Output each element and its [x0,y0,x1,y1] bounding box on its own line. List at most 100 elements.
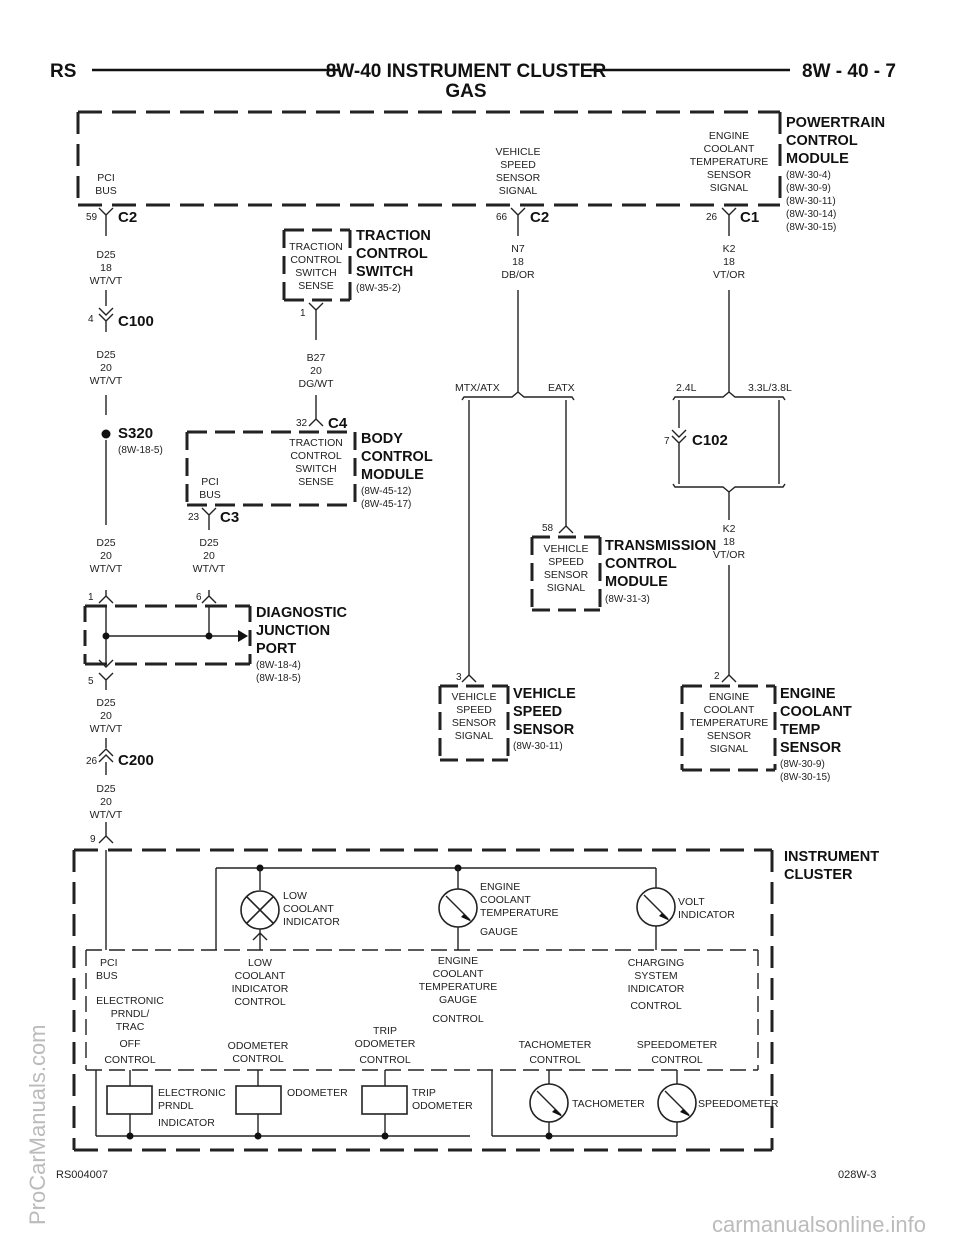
split-eatx-label: EATX [548,382,575,394]
connector-c2-label: C2 [530,209,549,226]
splice-s320-label: S320 [118,425,153,442]
vss-inner-3: SENSOR [452,717,497,729]
connector-c200: 26 C200 [86,748,154,775]
prndl-ctrl-5: CONTROL [104,1054,155,1066]
pcm-ect-label-4: SENSOR [707,169,752,181]
split-24l-label: 2.4L [676,382,697,394]
pin-number: 59 [86,212,98,223]
traction-control-switch-box: TRACTION CONTROL SWITCH SENSE TRACTION C… [282,228,431,340]
odometer-display: ODOMETER [235,1070,348,1140]
trip-ctrl-3: CONTROL [359,1054,410,1066]
pcm-ect-label-5: SIGNAL [710,182,749,194]
pcm-ect-label-2: COOLANT [704,143,755,155]
wire-gauge: 20 [100,796,112,808]
tachometer-gauge: TACHOMETER [529,1070,645,1140]
tach-ctrl-1: TACHOMETER [519,1039,592,1051]
connector-c2-label: C2 [118,209,137,226]
prndl-ctrl-3: TRAC [116,1021,145,1033]
tcm-ref: (8W-31-3) [605,594,650,605]
lc-ctrl-2: COOLANT [235,970,286,982]
lc-ctrl-4: CONTROL [234,996,285,1008]
wire-id: K2 [723,243,736,255]
bcm-title-3: MODULE [361,467,424,483]
pin-number: 4 [88,314,94,325]
side-watermark: ProCarManuals.com [25,1024,50,1225]
pin-number: 26 [706,212,718,223]
wire-d25-20-b: D25 20 WT/VT [90,537,123,575]
tcs-inner-2: CONTROL [290,254,341,266]
wire-color: WT/VT [90,375,123,387]
page-code: 028W-3 [838,1169,876,1181]
vss-inner-2: SPEED [456,704,492,716]
chg-ctrl-4: CONTROL [630,1000,681,1012]
prndl-indicator: ELECTRONIC PRNDL INDICATOR [106,1070,226,1140]
ect-gauge-4: GAUGE [480,926,518,938]
transmission-control-module: 58 VEHICLE SPEED SENSOR SIGNAL TRANSMISS… [530,520,716,612]
pin-number: 2 [714,671,720,682]
wire-gauge: 20 [203,550,215,562]
volt-2: INDICATOR [678,909,735,921]
djp-title-2: JUNCTION [256,623,330,639]
pcm-ref-2: (8W-30-9) [786,183,831,194]
ect-ctrl-4: GAUGE [439,994,477,1006]
tcm-inner-3: SENSOR [544,569,589,581]
tcs-title-1: TRACTION [356,228,431,244]
cluster-title-1: INSTRUMENT [784,849,879,865]
ect-ctrl-5: CONTROL [432,1013,483,1025]
bcm-title-2: CONTROL [361,449,433,465]
trip-2: ODOMETER [412,1100,473,1112]
header-subtitle: GAS [445,81,486,102]
wire-color: WT/VT [90,809,123,821]
prndl-ind-3: INDICATOR [158,1117,215,1129]
vss-title-1: VEHICLE [513,686,576,702]
wire-id: K2 [723,523,736,535]
tcs-ref: (8W-35-2) [356,283,401,294]
tcs-inner-1: TRACTION [289,241,343,253]
ect-ctrl-1: ENGINE [438,955,478,967]
chg-ctrl-3: INDICATOR [628,983,685,995]
low-coolant-3: INDICATOR [283,916,340,928]
speedo-ctrl-1: SPEEDOMETER [637,1039,718,1051]
ects-inner-2: COOLANT [704,704,755,716]
odo-ctrl-2: CONTROL [232,1053,283,1065]
tcm-title-1: TRANSMISSION [605,538,716,554]
wire-d25-20-c: D25 20 WT/VT [193,537,226,575]
pcm-box: POWERTRAIN CONTROL MODULE (8W-30-4) (8W-… [76,110,885,233]
pin-number: 6 [196,592,202,603]
pin-number: 32 [296,418,308,429]
wire-id: D25 [96,349,115,361]
ect-gauge-3: TEMPERATURE [480,907,559,919]
pin-number: 1 [300,308,306,319]
low-coolant-1: LOW [283,890,307,902]
trip-ctrl-1: TRIP [373,1025,397,1037]
pcm-ref-5: (8W-30-15) [786,222,836,233]
tach-ctrl-2: CONTROL [529,1054,580,1066]
header-page-number: 8W - 40 - 7 [802,61,896,82]
trip-odometer-display: TRIP ODOMETER [361,1070,473,1140]
ects-title-1: ENGINE [780,686,836,702]
tcm-inner-4: SIGNAL [547,582,586,594]
ects-title-2: COOLANT [780,704,852,720]
pcm-title-2: CONTROL [786,133,858,149]
bcm-inner-1: TRACTION [289,437,343,449]
engine-coolant-temp-sensor: 2 ENGINE COOLANT TEMPERATURE SENSOR SIGN… [680,668,852,783]
connector-c200-label: C200 [118,752,154,769]
wire-d25-20-d: D25 20 WT/VT [90,697,123,748]
pcm-pin-59: 59 C2 [86,207,137,236]
pcm-vss-label-3: SENSOR [496,172,541,184]
bottom-watermark: carmanualsonline.info [712,1212,926,1237]
prndl-ind-2: PRNDL [158,1100,194,1112]
ect-gauge-2: COOLANT [480,894,531,906]
wire-id: D25 [96,697,115,709]
bcm-ref-1: (8W-45-12) [361,486,411,497]
pcm-pin-26: 26 C1 [706,207,759,236]
wire-id: D25 [199,537,218,549]
tcm-title-2: CONTROL [605,556,677,572]
pcm-vss-label-4: SIGNAL [499,185,538,197]
wire-id: D25 [96,537,115,549]
ects-inner-5: SIGNAL [710,743,749,755]
wire-color: VT/OR [713,269,746,281]
split-mtx-label: MTX/ATX [455,382,500,394]
pcm-ref-4: (8W-30-14) [786,209,836,220]
